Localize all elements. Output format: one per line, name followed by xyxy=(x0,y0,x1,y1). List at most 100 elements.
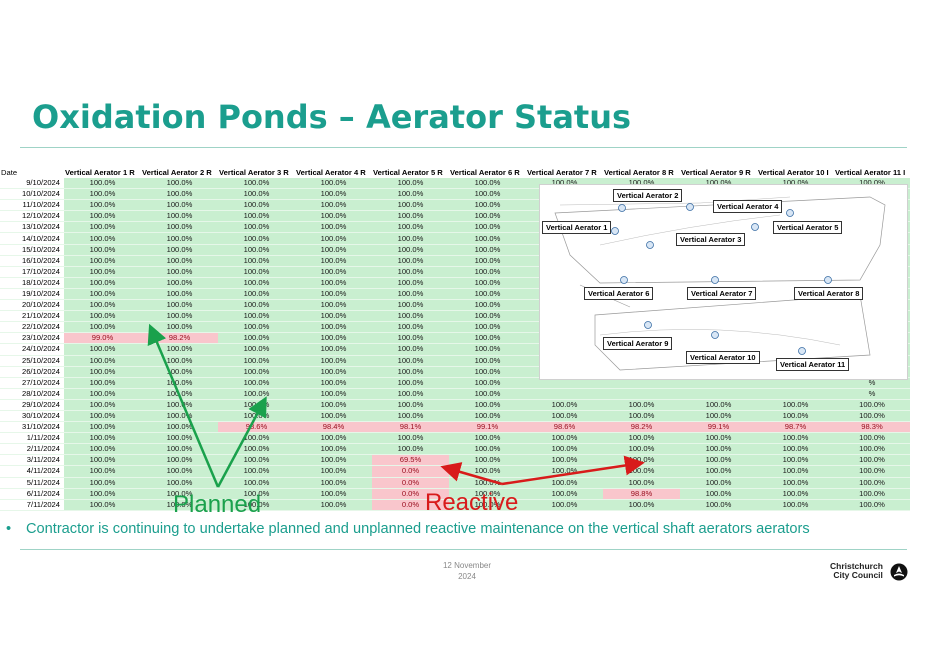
logo-line1: Christchurch xyxy=(830,561,883,571)
aerator-column-header: Vertical Aerator 3 R xyxy=(218,168,295,178)
status-cell: 100.0% xyxy=(757,477,834,489)
status-cell: 100.0% xyxy=(295,288,372,301)
status-cell: 100.0% xyxy=(64,399,141,411)
status-cell: 100.0% xyxy=(372,178,449,190)
status-cell: 100.0% xyxy=(372,432,449,445)
status-cell: 99.0% xyxy=(64,332,141,345)
status-cell: 100.0% xyxy=(218,199,295,212)
status-cell: 100.0% xyxy=(141,232,218,245)
status-cell: 100.0% xyxy=(449,232,526,245)
status-cell: 100.0% xyxy=(757,432,834,445)
status-cell: 100.0% xyxy=(141,188,218,201)
status-cell: 100.0% xyxy=(295,321,372,334)
status-cell: 100.0% xyxy=(295,232,372,245)
status-cell: 100.0% xyxy=(680,399,757,411)
status-cell: 98.3% xyxy=(834,421,910,434)
status-cell: 100.0% xyxy=(218,432,295,445)
status-cell: 100.0% xyxy=(449,321,526,334)
status-cell: 100.0% xyxy=(449,210,526,223)
status-cell: 100.0% xyxy=(218,188,295,201)
status-cell: 100.0% xyxy=(449,221,526,234)
date-cell: 10/10/2024 xyxy=(0,188,64,201)
status-cell: 100.0% xyxy=(295,377,372,389)
status-cell: 100.0% xyxy=(295,255,372,267)
status-cell: 100.0% xyxy=(834,410,910,423)
map-label-aerator-6: Vertical Aerator 6 xyxy=(584,287,654,300)
status-cell: 100.0% xyxy=(141,310,218,323)
map-label-aerator-10: Vertical Aerator 10 xyxy=(686,351,760,364)
status-cell: 100.0% xyxy=(449,499,526,511)
status-cell: 100.0% xyxy=(141,432,218,445)
status-cell: 100.0% xyxy=(372,266,449,278)
status-cell: 100.0% xyxy=(64,221,141,234)
status-cell: 100.0% xyxy=(64,255,141,267)
status-cell: 100.0% xyxy=(449,366,526,378)
status-cell xyxy=(680,388,757,400)
date-cell: 29/10/2024 xyxy=(0,399,64,411)
status-cell: 0.0% xyxy=(372,477,449,489)
status-cell: 100.0% xyxy=(64,454,141,467)
status-cell: 99.1% xyxy=(680,421,757,434)
status-cell: 100.0% xyxy=(372,310,449,323)
status-cell: 100.0% xyxy=(64,488,141,500)
status-cell: 100.0% xyxy=(449,199,526,212)
aerator-column-header: Vertical Aerator 1 R xyxy=(64,168,141,178)
date-cell: 17/10/2024 xyxy=(0,266,64,278)
date-cell: 4/11/2024 xyxy=(0,465,64,478)
aerator-column-header: Vertical Aerator 6 R xyxy=(449,168,526,178)
status-cell: 100.0% xyxy=(449,332,526,345)
status-cell: 100.0% xyxy=(141,488,218,500)
status-cell: 100.0% xyxy=(449,343,526,356)
status-cell: 100.0% xyxy=(372,288,449,301)
status-cell: 100.0% xyxy=(64,388,141,400)
footer-date: 12 November 2024 xyxy=(420,560,514,582)
status-cell: 100.0% xyxy=(141,355,218,367)
status-cell: 100.0% xyxy=(372,299,449,312)
date-cell: 23/10/2024 xyxy=(0,332,64,345)
status-cell: 100.0% xyxy=(372,321,449,334)
date-cell: 14/10/2024 xyxy=(0,232,64,245)
status-cell: 100.0% xyxy=(680,488,757,500)
status-cell: 98.7% xyxy=(757,421,834,434)
status-cell: 100.0% xyxy=(295,355,372,367)
status-cell: 100.0% xyxy=(372,366,449,378)
status-cell: 100.0% xyxy=(526,465,603,478)
status-cell: 100.0% xyxy=(295,343,372,356)
status-cell: 100.0% xyxy=(757,443,834,456)
status-cell: 100.0% xyxy=(526,499,603,511)
status-cell: 100.0% xyxy=(757,454,834,467)
status-cell: 100.0% xyxy=(141,499,218,511)
status-cell: 100.0% xyxy=(372,210,449,223)
status-cell: 100.0% xyxy=(372,332,449,345)
status-cell xyxy=(757,377,834,389)
status-cell: 100.0% xyxy=(295,299,372,312)
status-cell: 100.0% xyxy=(295,221,372,234)
status-cell: 100.0% xyxy=(218,465,295,478)
status-cell: 0.0% xyxy=(372,488,449,500)
status-cell: 100.0% xyxy=(372,443,449,456)
status-cell: 100.0% xyxy=(834,443,910,456)
status-cell: 98.2% xyxy=(603,421,680,434)
status-cell: 100.0% xyxy=(372,221,449,234)
status-cell: 100.0% xyxy=(218,288,295,301)
status-cell: 100.0% xyxy=(141,178,218,190)
footer-divider xyxy=(20,549,907,550)
status-cell: 100.0% xyxy=(295,178,372,190)
council-logo-icon xyxy=(890,563,908,581)
date-cell: 16/10/2024 xyxy=(0,255,64,267)
status-cell: 100.0% xyxy=(603,443,680,456)
date-cell: 3/11/2024 xyxy=(0,454,64,467)
status-cell: 100.0% xyxy=(64,266,141,278)
status-cell: 100.0% xyxy=(64,288,141,301)
status-cell: 100.0% xyxy=(372,410,449,423)
status-cell: 100.0% xyxy=(295,332,372,345)
date-cell: 31/10/2024 xyxy=(0,421,64,434)
status-cell: 100.0% xyxy=(295,277,372,289)
status-cell: 100.0% xyxy=(64,355,141,367)
status-cell: 100.0% xyxy=(680,465,757,478)
